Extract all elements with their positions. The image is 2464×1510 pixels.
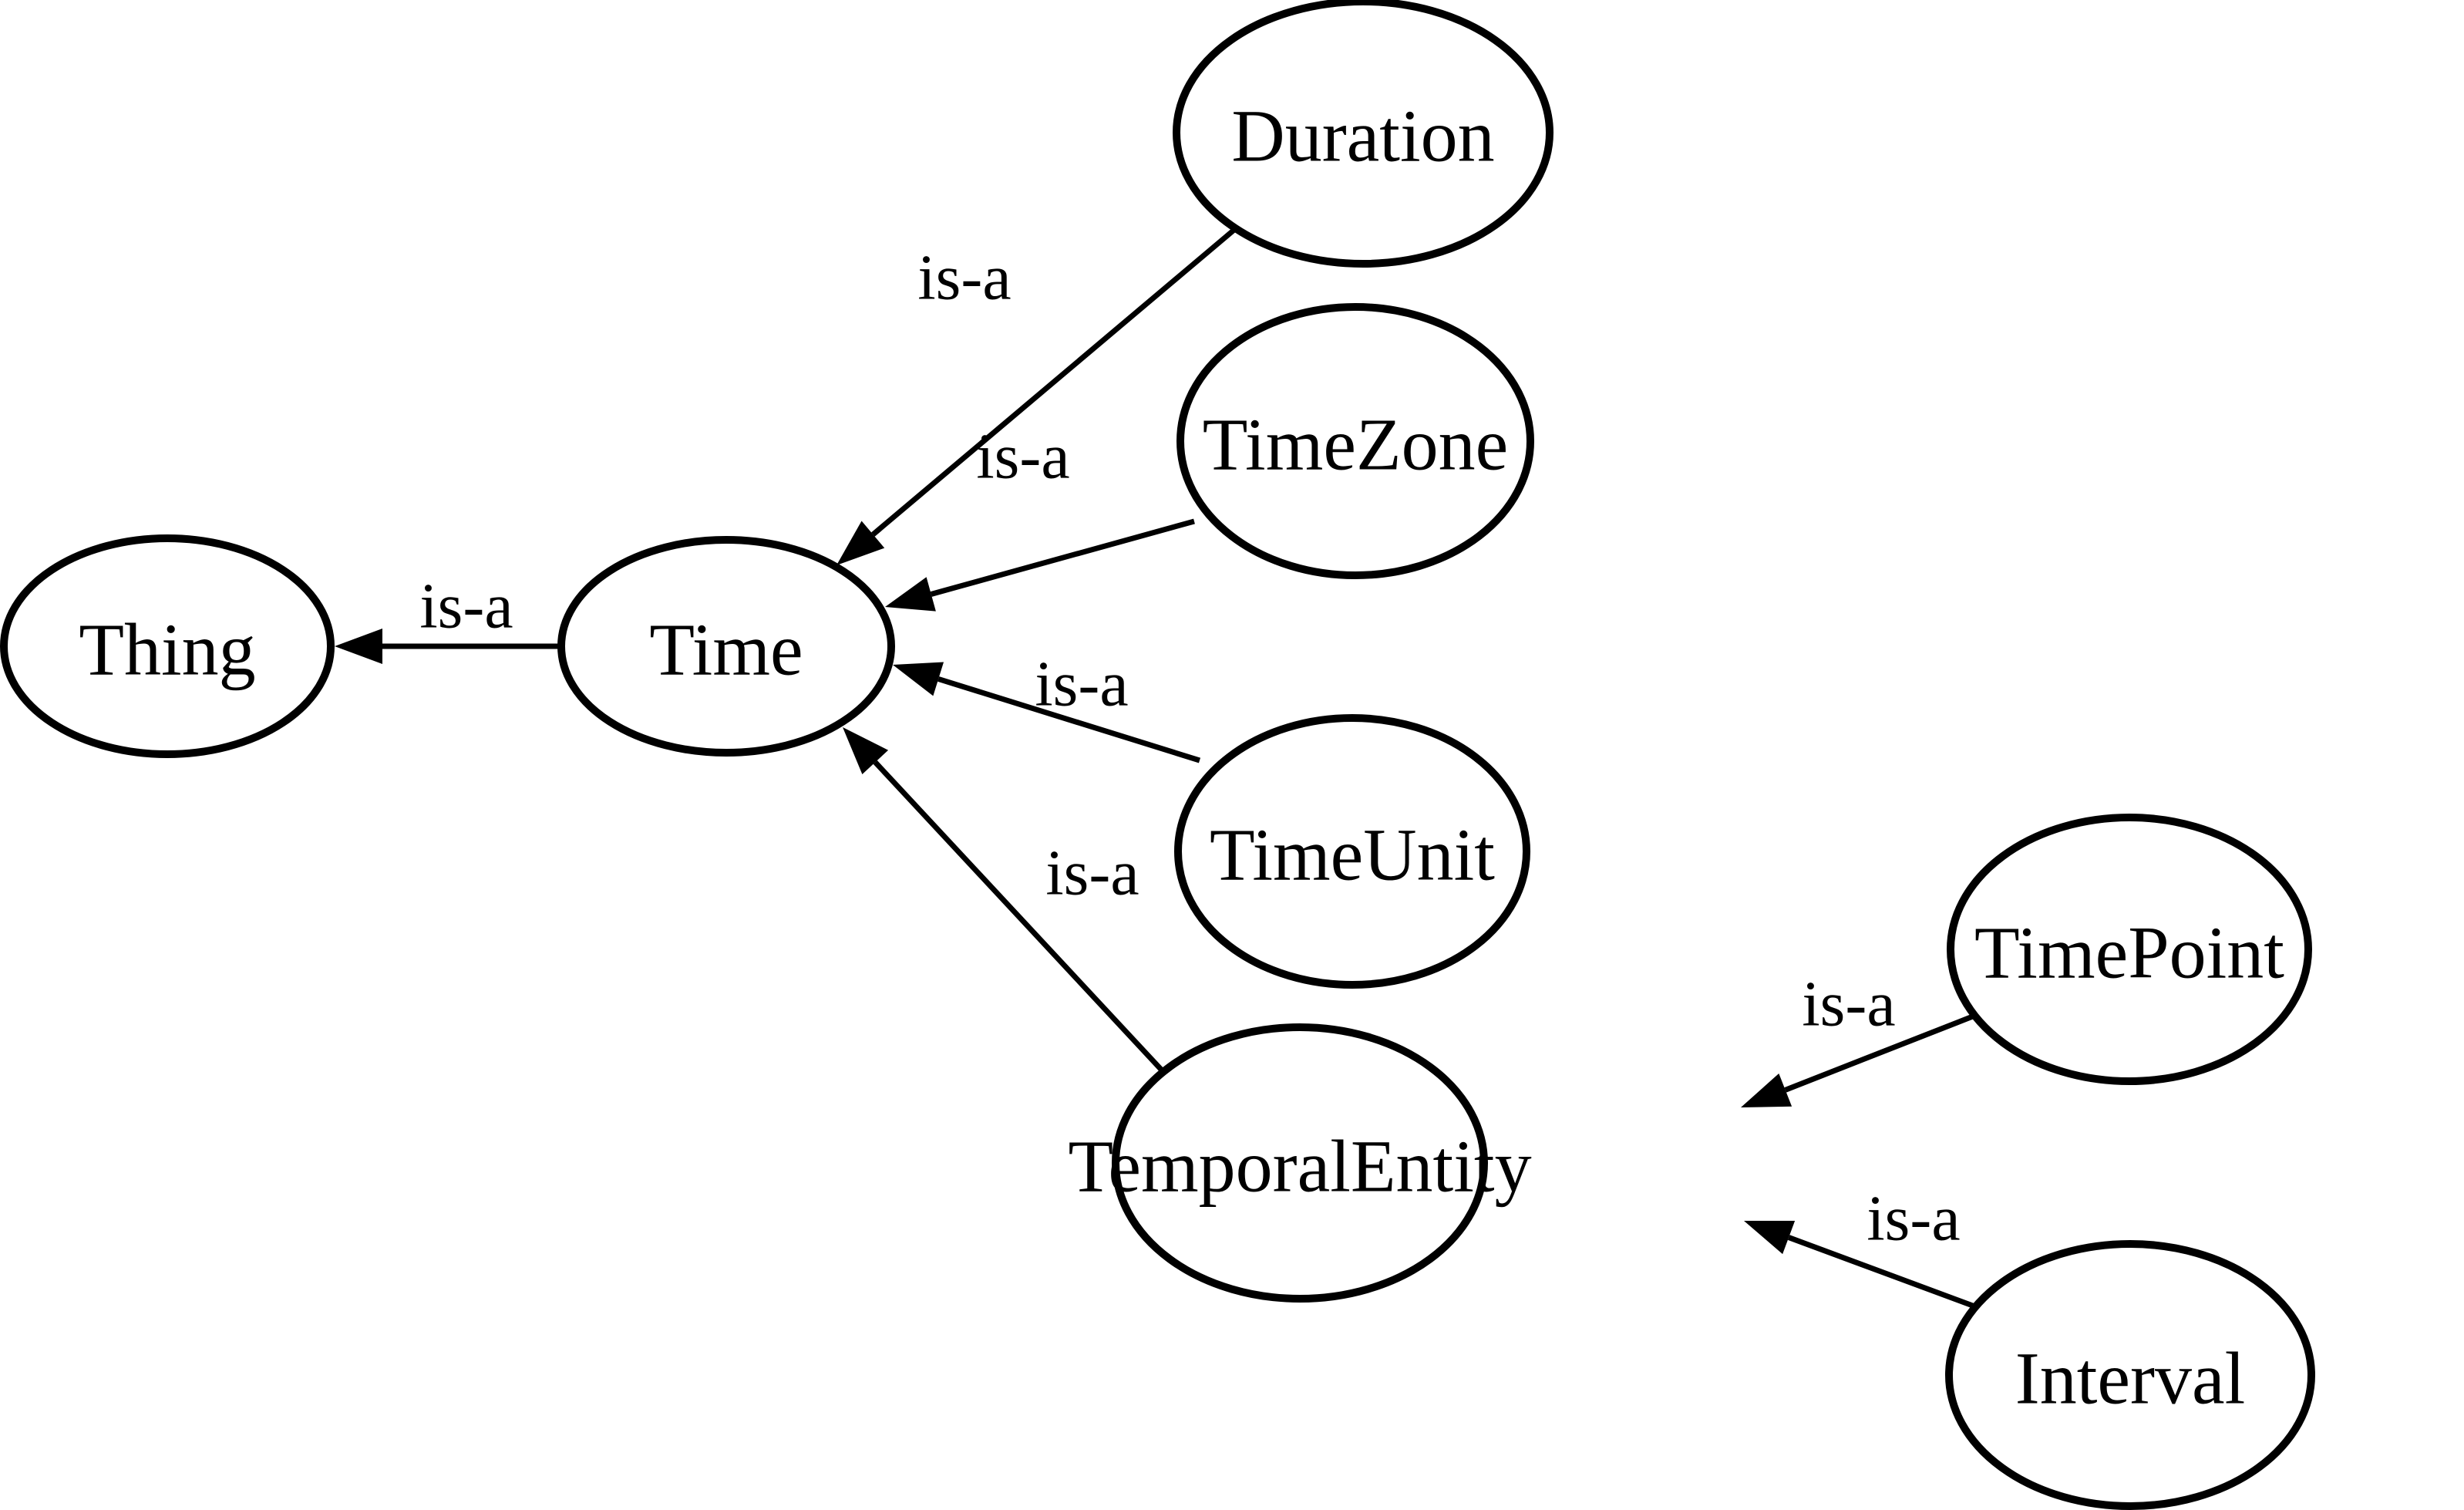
arrowhead-icon [836, 521, 885, 565]
node-label: Duration [1231, 95, 1494, 177]
edge-line [930, 518, 1195, 597]
arrowhead-icon [893, 662, 944, 696]
edges-layer [335, 227, 1993, 1316]
node-ellipse[interactable] [1112, 1023, 1488, 1303]
edge-timezone-to-time [885, 518, 1195, 612]
node-label: Interval [2015, 1337, 2246, 1420]
edge-label-is-a: is-a [1045, 838, 1139, 909]
node-ellipse[interactable] [1945, 1240, 2315, 1510]
edge-duration-to-time [836, 227, 1237, 565]
node-time[interactable]: Time [557, 536, 895, 757]
arrowhead-icon [1744, 1220, 1796, 1255]
edge-label-is-a: is-a [1867, 1183, 1960, 1255]
edge-line [937, 676, 1201, 763]
edge-line [873, 760, 1166, 1075]
node-temporalentity[interactable]: TemporalEntity [1068, 1023, 1532, 1303]
edge-label-is-a: is-a [1035, 649, 1128, 720]
node-ellipse[interactable] [0, 534, 335, 758]
node-label: Thing [79, 608, 255, 691]
edge-line [1784, 1009, 1986, 1093]
node-label: TimeZone [1203, 403, 1508, 486]
arrowhead-icon [843, 727, 889, 775]
edge-interval-to-temporalentity [1744, 1220, 1993, 1316]
node-label: TimeUnit [1210, 814, 1495, 896]
node-ellipse[interactable] [1947, 814, 2312, 1085]
edge-line [1787, 1235, 1993, 1316]
node-timeunit[interactable]: TimeUnit [1174, 714, 1530, 989]
node-timepoint[interactable]: TimePoint [1947, 814, 2312, 1085]
edge-timeunit-to-time [893, 662, 1201, 763]
arrowhead-icon [335, 629, 382, 664]
nodes-layer: Thing Time DurationTimeZoneTimeUnitTempora… [0, 0, 2315, 1510]
arrowhead-icon [885, 577, 936, 612]
node-ellipse[interactable] [557, 536, 895, 757]
edge-labels-layer: is-a is-a is-a is-a is-a is-a is-a [419, 242, 1960, 1255]
node-label: TimePoint [1974, 912, 2284, 994]
arrowhead-icon [1741, 1073, 1792, 1107]
node-interval[interactable]: Interval [1945, 1240, 2315, 1510]
node-label: TemporalEntity [1068, 1125, 1531, 1208]
edge-timepoint-to-temporalentity [1741, 1009, 1986, 1107]
node-ellipse[interactable] [1176, 303, 1534, 579]
edge-label-is-a: is-a [917, 242, 1011, 314]
edge-label-is-a: is-a [1802, 969, 1895, 1040]
edge-temporalentity-to-time [843, 727, 1166, 1075]
node-thing[interactable]: Thing [0, 534, 335, 758]
node-ellipse[interactable] [1174, 714, 1530, 989]
node-timezone[interactable]: TimeZone [1176, 303, 1534, 579]
node-duration[interactable]: Duration [1173, 0, 1553, 268]
edge-label-is-a: is-a [976, 421, 1069, 493]
edge-line [871, 227, 1237, 537]
edge-label-is-a: is-a [419, 571, 513, 642]
edge-time-to-thing [335, 629, 561, 664]
node-ellipse[interactable] [1173, 0, 1553, 268]
node-label: Time [649, 608, 803, 691]
